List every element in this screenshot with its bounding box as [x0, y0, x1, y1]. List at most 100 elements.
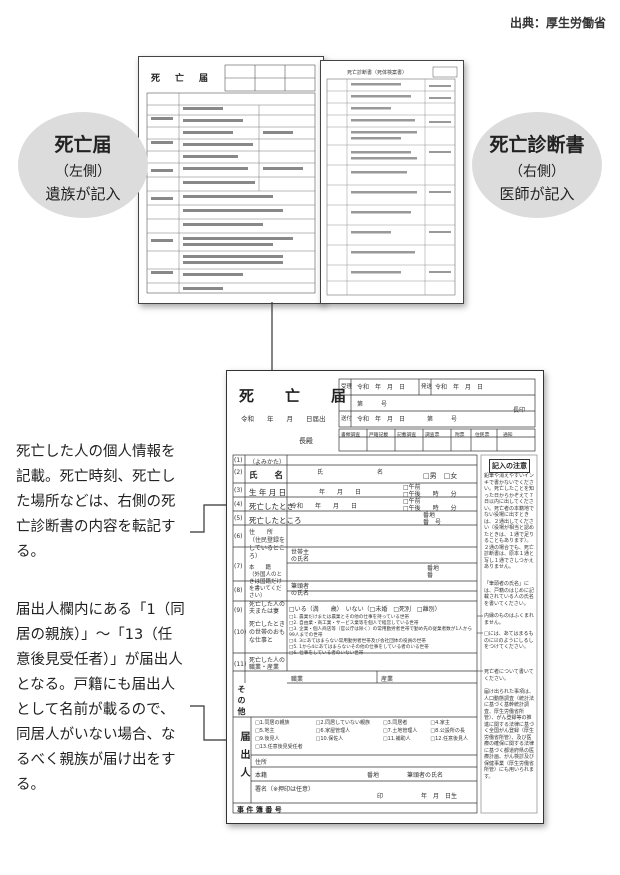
informant-option[interactable]: □12.任意後見人	[430, 736, 469, 742]
informant-option[interactable]: □10.保佐人	[315, 736, 344, 742]
label-domicile: 本 籍 （外国人のときは国籍だけを書いてください）	[249, 565, 283, 599]
right-bubble-side: （右側）	[509, 164, 565, 180]
label-other: その他	[237, 685, 246, 718]
review-notification: 通知	[503, 433, 513, 438]
informant-seal: 印	[377, 793, 384, 800]
occupation-option[interactable]: □4. 3にあてはまらない常用勤労者世帯及び会社団体の役員の世帯	[289, 639, 426, 644]
death-notice-thumb-title: 死 亡 届	[151, 74, 212, 84]
informant-option[interactable]: □9.後見人	[255, 736, 280, 742]
domicile-number: 番地 番	[427, 565, 440, 579]
label-birthdate: 生 年 月 日	[249, 488, 287, 497]
spouse-checkbox[interactable]: □いる（満 歳） いない（□未婚 □死別 □離別）	[289, 606, 441, 613]
death-certificate-sheet: 死亡診断書（死体検案書）	[320, 60, 464, 304]
case-number-label: 事 件 簿 番 号	[237, 806, 282, 814]
informant-option[interactable]: □3.同居者	[382, 720, 408, 726]
form-grid	[232, 378, 538, 814]
informant-option[interactable]: □1.同居の親族	[255, 720, 290, 726]
notice-about-deceased: 死亡者について書いてください。	[484, 669, 534, 682]
review-entry-check: 記載調査	[397, 433, 417, 438]
occupation-option[interactable]: □5. 1から4にあてはまらないその他の仕事をしている者のいる世帯	[289, 645, 429, 650]
form-title: 死 亡 届	[239, 387, 355, 405]
header-number-2: 第 号	[427, 416, 458, 423]
explanation-personal-info-text: 死亡した人の個人情報を記載。死亡時刻、死亡した場所などは、右側の死亡診断書の内容…	[16, 444, 176, 560]
left-bubble-side: （左側）	[55, 164, 111, 180]
label-informant: 届出人	[238, 731, 249, 785]
death-time: □午前 □午後 時 分	[403, 498, 457, 512]
form-addressee: 長殿	[299, 437, 313, 445]
header-received: 受理	[341, 384, 353, 390]
header-chief-seal: 長印	[513, 407, 526, 414]
right-bubble-title: 死亡診断書	[489, 134, 585, 156]
birth-time: □午前 □午後 時 分	[403, 484, 457, 498]
occupation-option[interactable]: □3. 企業・個人商店等（官公庁は除く）の常用勤労者世帯で勤め先の従業者数が1人…	[289, 627, 473, 638]
row-number: (4)	[234, 501, 243, 508]
form-date-line: 令和 年 月 日届出	[241, 415, 326, 423]
informant-option[interactable]: □8.公設所の長	[430, 728, 465, 734]
notice-checkbox-usage: □には、あてはまるものに☑のようにしるしをつけてください。	[484, 631, 534, 650]
explanation-informant: 届出人欄内にある「1（同居の親族）」～「13（任意後見受任者）」が届出人となる。…	[16, 598, 186, 798]
informant-option[interactable]: □7.土地管理人	[382, 728, 418, 734]
death-ymd: 令和 年 月 日	[291, 503, 358, 510]
death-notice-form: 死 亡 届 令和 年 月 日届出 長殿	[226, 370, 544, 824]
row-number: (3)	[234, 487, 243, 494]
notice-domicile-head: 「筆頭者の氏名」には、戸籍のはじめに記載されている人の氏名を書いてください。	[484, 581, 535, 607]
explanation-personal-info: 死亡した人の個人情報を記載。死亡時刻、死亡した場所などは、右側の死亡診断書の内容…	[16, 440, 186, 565]
sex-checkbox[interactable]: □男 □女	[423, 472, 458, 480]
notice-title: 記入の注意	[489, 459, 530, 473]
header-sent-date: 令和 年 月 日	[435, 384, 484, 391]
header-forward-date: 令和 年 月 日	[357, 416, 406, 423]
row-number: (8)	[234, 587, 243, 594]
birth-ymd: 年 月 日	[319, 489, 362, 496]
industry-field: 産業	[381, 676, 394, 683]
right-bubble-writer: 医師が記入	[499, 185, 575, 203]
row-number: (9)	[234, 607, 243, 614]
informant-option[interactable]: □6.家屋管理人	[315, 728, 351, 734]
header-received-date: 令和 年 月 日	[357, 384, 406, 391]
name-surname: 氏	[317, 469, 324, 476]
row-number: (1)	[234, 457, 243, 464]
occupation-option[interactable]: □6. 仕事をしている者のいない世帯	[289, 651, 364, 656]
row-number: (11)	[234, 661, 247, 668]
label-reading: （よみかた）	[249, 459, 286, 466]
label-death-place: 死亡したところ	[249, 516, 302, 525]
review-appendix: 附票	[455, 433, 465, 438]
informant-address: 住所	[255, 759, 268, 766]
review-family-register: 戸籍記載	[369, 433, 389, 438]
label-deceased-occupation: 死亡した人の職業・産業	[249, 657, 286, 671]
review-resident-record: 住民票	[475, 433, 490, 438]
left-bubble-title: 死亡届	[54, 134, 112, 156]
row-number: (5)	[234, 515, 243, 522]
left-side-bubble: 死亡届 （左側） 遺族が記入	[18, 112, 148, 218]
informant-birthdate: 年 月 日生	[421, 793, 458, 800]
row-number: (2)	[234, 469, 243, 476]
label-spouse: 死亡した人の夫または妻	[249, 601, 286, 615]
review-document-check: 書類調査	[341, 433, 361, 438]
informant-option[interactable]: □11.補助人	[382, 736, 411, 742]
death-certificate-thumb-title: 死亡診断書（死体検案書）	[347, 70, 408, 76]
label-household-occupation: 死亡したときの世帯のおもな仕事と	[249, 621, 286, 644]
notice-common-law: 内縁のものはふくまれません。	[484, 613, 535, 626]
header-number-1: 第 号	[357, 401, 388, 408]
head-of-family-name: 筆頭者 の氏名	[291, 583, 310, 597]
label-death-time: 死亡したとき	[249, 502, 294, 511]
informant-option[interactable]: □5.地主	[255, 728, 275, 734]
informant-lot-number: 番地	[367, 772, 380, 779]
notice-statistics-use: 届け出られた事項は、人口動態調査（統計法に基づく基幹統計調査、厚生労働省所管）、…	[484, 689, 535, 780]
occupation-options: □1. 農業だけまたは農業とその他の仕事を持っている世帯 □2. 自由業・商工業…	[289, 615, 475, 657]
informant-option[interactable]: □2.同居していない親族	[315, 720, 370, 726]
name-given: 名	[377, 469, 384, 476]
informant-option[interactable]: □4.家主	[430, 720, 450, 726]
informant-option[interactable]: □13.任意後見受任者	[255, 744, 303, 750]
informant-options: □1.同居の親族 □2.同居していない親族 □3.同居者 □4.家主 □5.地主…	[255, 719, 477, 750]
left-bubble-writer: 遺族が記入	[45, 185, 121, 203]
notice-text: 鉛筆や消えやすいインキで書かないでください。死亡したことを知った日からかぞえて７…	[484, 473, 535, 570]
right-side-bubble: 死亡診断書 （右側） 医師が記入	[472, 112, 602, 218]
header-sent: 発送	[421, 384, 433, 390]
row-number: (6)	[234, 533, 243, 540]
death-notice-thumb-grid	[146, 64, 316, 294]
occupation-option[interactable]: □2. 自由業・商工業・サービス業等を個人で経営している世帯	[289, 621, 419, 626]
header-forward: 送付	[341, 416, 353, 422]
occupation-option[interactable]: □1. 農業だけまたは農業とその他の仕事を持っている世帯	[289, 615, 410, 620]
informant-head-name: 筆頭者の氏名	[407, 772, 444, 779]
